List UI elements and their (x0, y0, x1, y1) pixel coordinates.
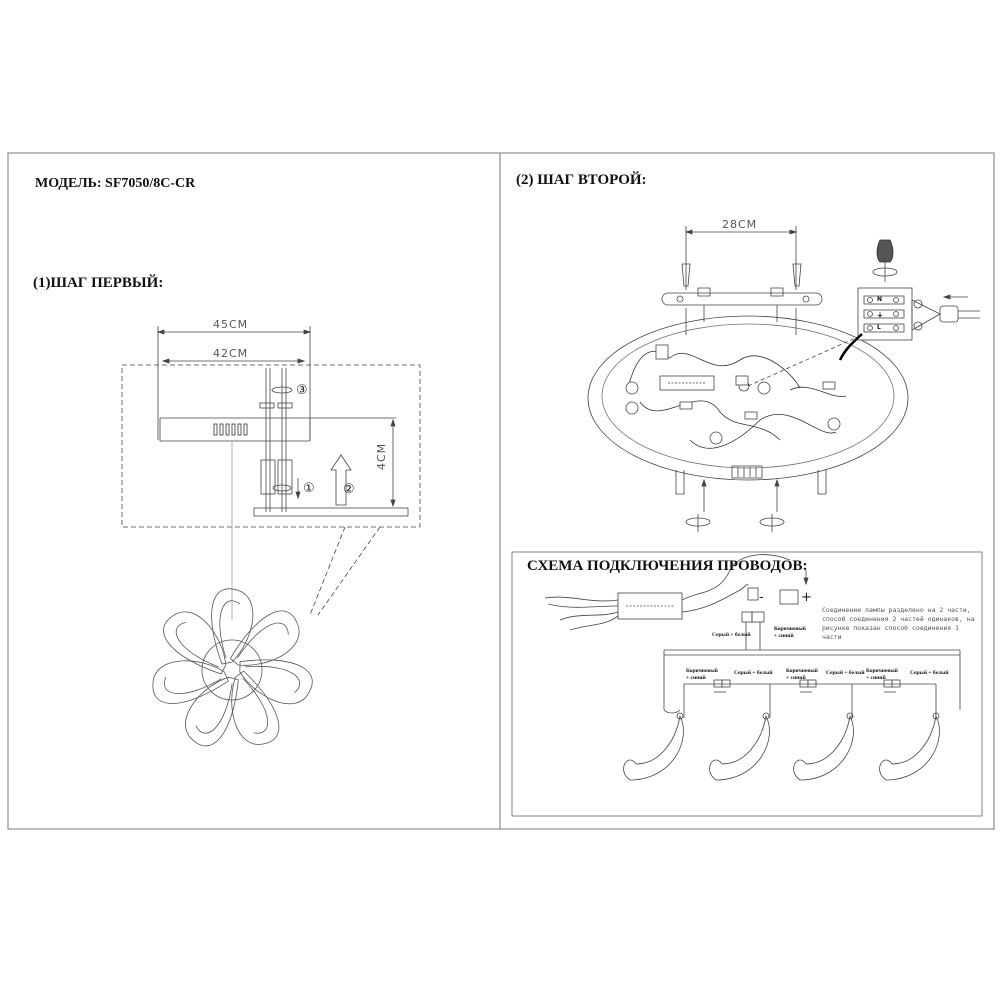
wire-label-top-brown-blue: Коричневый + синий (774, 626, 806, 639)
marker-one: ① (303, 481, 315, 496)
model-label: МОДЕЛЬ: SF7050/8C-CR (35, 176, 196, 191)
wire-label-3-grey-white: Серый + белый (910, 670, 949, 676)
plus-sign: + (801, 590, 812, 605)
dim-inner-label: 42CM (213, 347, 249, 360)
terminal-ground-label: ⏚ (877, 312, 884, 319)
wire-label-2-grey-white: Серый + белый (826, 670, 865, 676)
wire-label-1-grey-white: Серый + белый (734, 670, 773, 676)
dim-outer-label: 45CM (213, 318, 249, 331)
step-two-title: (2) ШАГ ВТОРОЙ: (516, 172, 647, 188)
marker-two: ② (343, 482, 355, 497)
step-one-title: (1)ШАГ ПЕРВЫЙ: (33, 275, 164, 291)
wire-label-1-brown-blue: Коричневый + синий (686, 668, 718, 681)
sheet-frame (7, 152, 995, 830)
terminal-n-label: N (877, 296, 883, 303)
step-one-diagram (121, 326, 421, 620)
minus-sign: - (759, 590, 764, 605)
wiring-scheme-title: СХЕМА ПОДКЛЮЧЕНИЯ ПРОВОДОВ: (527, 558, 808, 574)
wiring-note: Соединение лампы разделено на 2 части, с… (822, 606, 975, 641)
step-two-diagram (587, 226, 980, 532)
terminal-l-label: L (877, 324, 881, 331)
wire-label-2-brown-blue: Коричневый + синий (786, 668, 818, 681)
wiring-scheme-diagram (544, 554, 961, 781)
dim-bracket-label: 28CM (722, 218, 758, 231)
marker-three: ③ (296, 383, 308, 398)
wire-label-3-brown-blue: Коричневый + синий (866, 668, 898, 681)
dim-height-label: 4CM (375, 442, 388, 470)
flower-lamp-drawing (152, 588, 313, 747)
wiring-scheme-frame (511, 551, 983, 817)
wire-label-top-grey-white: Серый + белый (712, 632, 751, 638)
